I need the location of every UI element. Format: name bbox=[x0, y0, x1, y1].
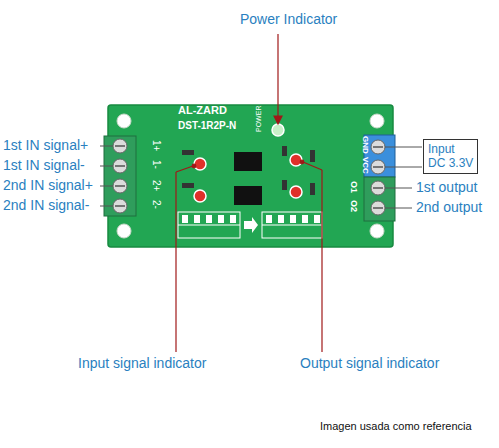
silkscreen-text: 2- bbox=[151, 200, 162, 209]
pin-label: 2nd IN signal+ bbox=[3, 178, 93, 193]
silkscreen-text: 2+ bbox=[151, 180, 162, 191]
silkscreen-text: 1- bbox=[151, 160, 162, 169]
pin-label: 2nd IN signal- bbox=[3, 198, 89, 213]
pin-label: 1st IN signal+ bbox=[3, 138, 88, 153]
voltage-box: InputDC 3.3V bbox=[423, 139, 478, 174]
silkscreen-text: GND bbox=[360, 136, 369, 154]
silkscreen-text: O2 bbox=[348, 200, 358, 212]
callout-label: Output signal indicator bbox=[300, 356, 439, 371]
brand-text: AL-ZARD bbox=[178, 104, 227, 116]
model-text: DST-1R2P-N bbox=[178, 120, 236, 131]
pin-label: 1st output bbox=[416, 180, 478, 195]
callout-label: Input signal indicator bbox=[78, 356, 206, 371]
silkscreen-text: VCC bbox=[360, 157, 369, 174]
box-text: DC 3.3V bbox=[428, 156, 473, 170]
silkscreen-text: 1+ bbox=[151, 140, 162, 151]
silkscreen-text: O1 bbox=[348, 181, 358, 193]
pin-label: 1st IN signal- bbox=[3, 158, 85, 173]
caption: Imagen usada como referencia bbox=[320, 420, 472, 432]
pin-label: 2nd output bbox=[416, 200, 482, 215]
box-text: Input bbox=[428, 142, 473, 156]
silkscreen-text: POWER bbox=[255, 106, 263, 132]
callout-label: Power Indicator bbox=[240, 12, 337, 27]
